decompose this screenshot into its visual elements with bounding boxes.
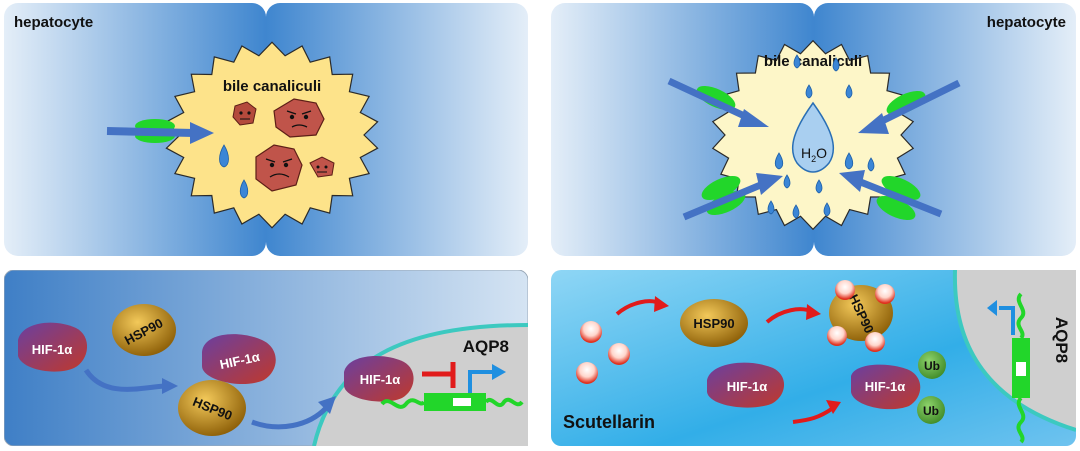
binding-arrow xyxy=(83,368,165,392)
bile-canaliculi-label: bile canaliculi xyxy=(764,53,862,70)
hif-1a-label: HIF-1α xyxy=(360,372,401,387)
h2o-label: H2O xyxy=(801,145,827,164)
panel-aqp8-normal: hepatocyte bile canaliculi xyxy=(4,3,528,256)
panel-tr-svg: hepatocyte bile canaliculi H2O xyxy=(551,3,1076,256)
translocation-arrowhead xyxy=(318,396,336,414)
panel-br-svg: Scutellarin HSP90 HSP90 xyxy=(551,270,1076,446)
bile-canaliculi-label: bile canaliculi xyxy=(223,78,321,95)
scutellarin-molecule-icon xyxy=(576,321,630,384)
hif-1a-label: HIF-1α xyxy=(727,379,768,394)
ub-label: Ub xyxy=(923,404,939,418)
water-drop-icon xyxy=(791,101,835,173)
water-influx-arrow xyxy=(667,77,961,221)
bile-stone-icon xyxy=(255,144,303,192)
hif-1a-protein: HIF-1α xyxy=(202,334,276,385)
promoter-arrowhead xyxy=(492,364,506,380)
bile-stone-icon xyxy=(232,101,257,126)
dna-strand xyxy=(380,398,426,409)
binding-arrowhead xyxy=(162,378,178,394)
ubiquitin-tag: Ub xyxy=(917,396,945,424)
promoter-arrow xyxy=(999,306,1015,335)
nucleus xyxy=(314,325,528,446)
water-influx-arrowhead xyxy=(190,122,214,144)
ubiquitin-tag: Ub xyxy=(918,351,946,379)
bile-stone-icon xyxy=(273,98,325,138)
hif-1a-protein: HIF-1α xyxy=(851,364,921,410)
hsp90-protein: HSP90 xyxy=(178,380,246,436)
hepatocyte-label: hepatocyte xyxy=(14,14,93,31)
hif-1a-protein: HIF-1α xyxy=(18,322,88,372)
ub-label: Ub xyxy=(924,359,940,373)
hepatocyte-label: hepatocyte xyxy=(987,14,1066,31)
dna-strand xyxy=(1016,292,1026,340)
panel-hif-inhibits-aqp8: HIF-1α HSP90 HIF-1α HSP90 HIF-1α xyxy=(4,270,528,446)
scutellarin-molecule-icon xyxy=(827,280,895,352)
hif-1a-protein: HIF-1α xyxy=(344,356,414,402)
nuclear-membrane xyxy=(312,323,528,446)
aqp8-gene-label: AQP8 xyxy=(1052,317,1071,363)
binding-arrowhead xyxy=(654,296,841,414)
aqp8-gene-label: AQP8 xyxy=(463,337,509,356)
water-drop-icon xyxy=(219,144,249,199)
aqp8-gene-marker xyxy=(453,398,471,406)
nuclear-membrane xyxy=(952,270,1076,432)
translocation-arrow xyxy=(251,406,328,430)
dna-strand xyxy=(484,397,524,408)
panel-tl-svg: hepatocyte bile canaliculi xyxy=(4,3,528,256)
water-influx-arrow xyxy=(106,127,195,137)
scutellarin-label: Scutellarin xyxy=(563,412,655,432)
panel-aqp8-restored: hepatocyte bile canaliculi H2O xyxy=(551,3,1076,256)
hif-1a-label: HIF-1α xyxy=(32,342,73,357)
water-drop-icon xyxy=(767,54,875,219)
hif-1a-protein: HIF-1α xyxy=(707,362,785,408)
bile-stone-icon xyxy=(309,156,335,178)
hsp90-protein: HSP90 xyxy=(680,299,748,347)
hsp90-label: HSP90 xyxy=(693,316,734,331)
promoter-arrow xyxy=(468,370,494,398)
promoter-arrowhead xyxy=(987,300,997,316)
panel-scutellarin-mechanism: Scutellarin HSP90 HSP90 xyxy=(551,270,1076,446)
hif-1a-label: HIF-1α xyxy=(865,379,906,394)
cytoplasm xyxy=(551,270,1076,446)
dna-strand xyxy=(1016,396,1026,444)
water-influx-arrowhead xyxy=(738,109,889,195)
panel-bl-svg: HIF-1α HSP90 HIF-1α HSP90 HIF-1α xyxy=(4,270,528,446)
aqp8-gene-marker xyxy=(1016,362,1026,376)
hsp90-protein: HSP90 xyxy=(112,304,176,356)
